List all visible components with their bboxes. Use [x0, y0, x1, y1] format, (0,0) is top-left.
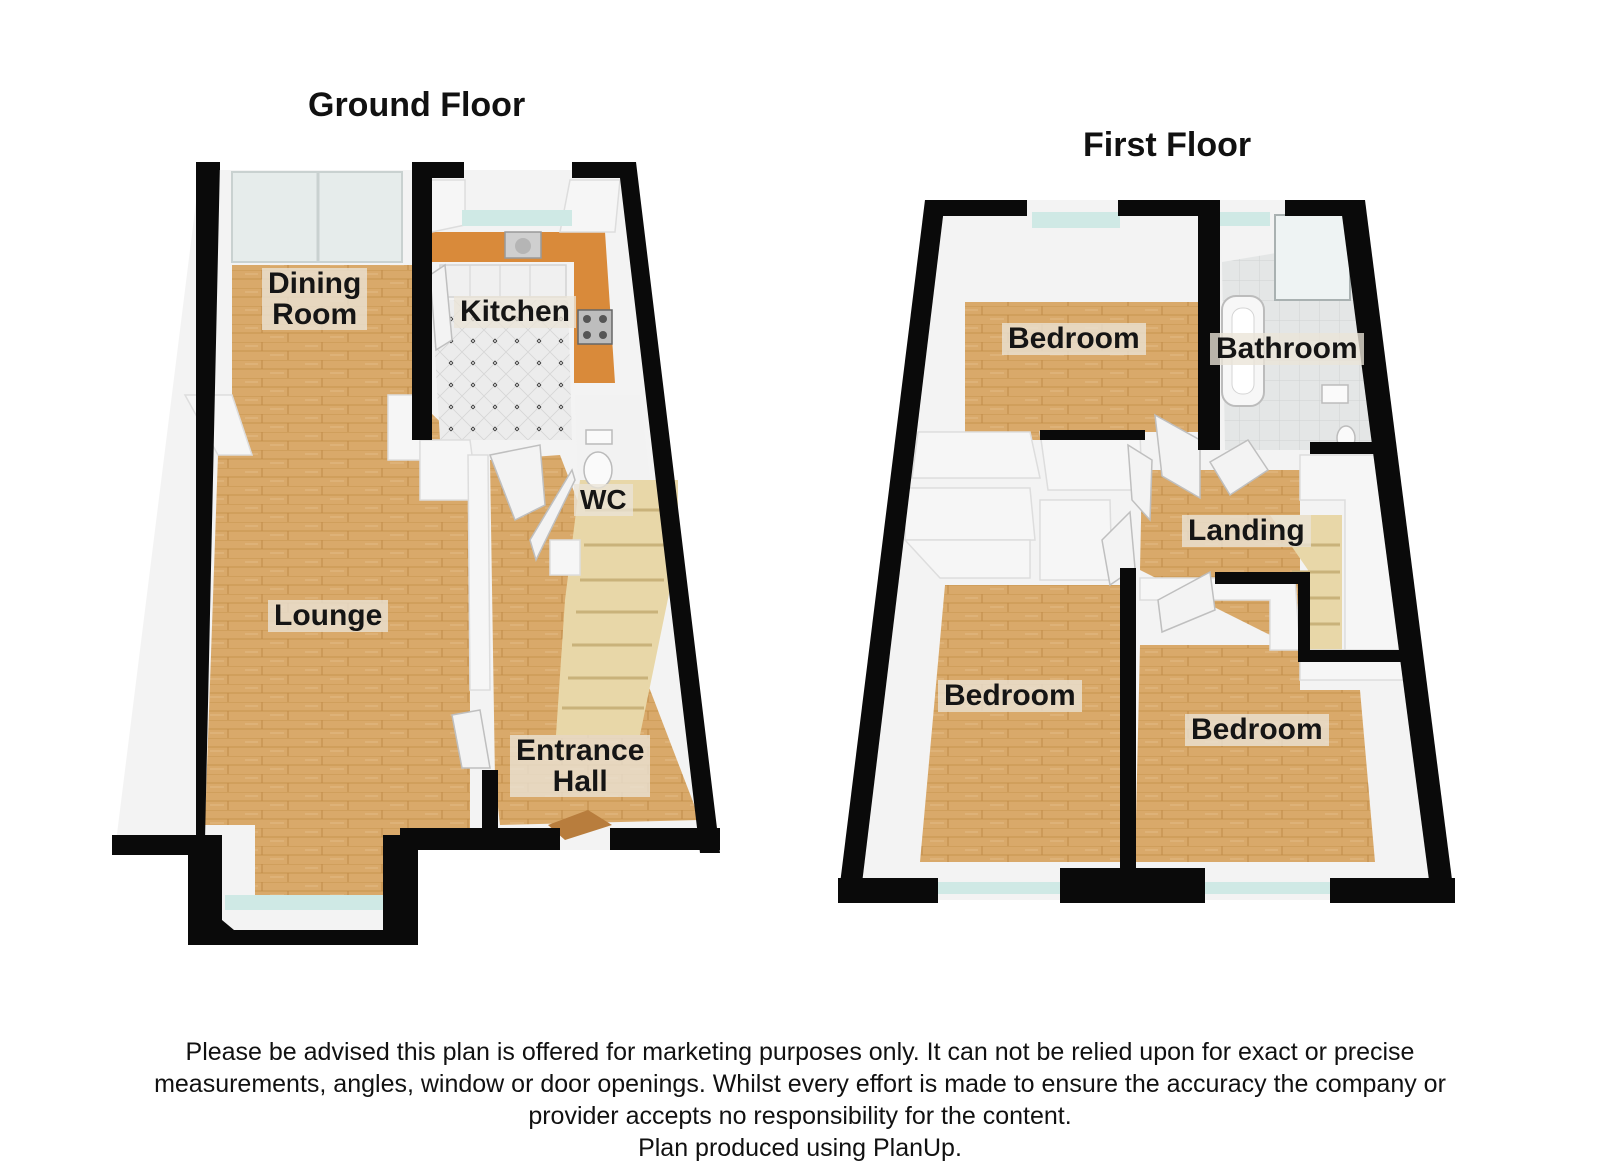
bedroom-right-label: Bedroom — [1185, 714, 1329, 746]
wc-label: WC — [574, 484, 633, 516]
kitchen-floor — [432, 300, 572, 440]
ground-floor-title: Ground Floor — [308, 86, 526, 124]
entrance-hall-label-line2: Hall — [552, 765, 608, 798]
dining-room-label-line2: Room — [272, 298, 358, 331]
disclaimer-line-2: measurements, angles, window or door ope… — [154, 1070, 1446, 1098]
ground-floor-plan — [112, 162, 720, 945]
bathroom-label: Bathroom — [1210, 333, 1364, 365]
front-door-mat — [548, 810, 612, 840]
entrance-hall-label-line1: Entrance — [516, 734, 645, 767]
bedroom-right-floor — [1135, 645, 1375, 862]
landing-label: Landing — [1182, 515, 1311, 547]
disclaimer: Please be advised this plan is offered f… — [40, 1036, 1560, 1164]
disclaimer-line-1: Please be advised this plan is offered f… — [185, 1038, 1415, 1066]
lounge-label: Lounge — [268, 600, 389, 632]
entrance-hall-label: Entrance Hall — [510, 734, 651, 798]
bedroom-left-label: Bedroom — [938, 680, 1082, 712]
hob — [577, 309, 613, 345]
kitchen-label: Kitchen — [454, 296, 577, 328]
bedroom-top-label: Bedroom — [1002, 323, 1146, 355]
dining-room-label: Dining Room — [262, 267, 368, 331]
disclaimer-line-4: Plan produced using PlanUp. — [638, 1134, 962, 1162]
kitchen-worktop — [430, 232, 615, 383]
disclaimer-line-3: provider accepts no responsibility for t… — [528, 1102, 1072, 1130]
first-floor-title: First Floor — [1083, 126, 1252, 164]
dining-room-label-line1: Dining — [268, 267, 362, 300]
first-floor-plan — [838, 200, 1455, 903]
shower-enclosure — [1274, 214, 1351, 301]
bedroom-left-floor — [920, 585, 1122, 862]
